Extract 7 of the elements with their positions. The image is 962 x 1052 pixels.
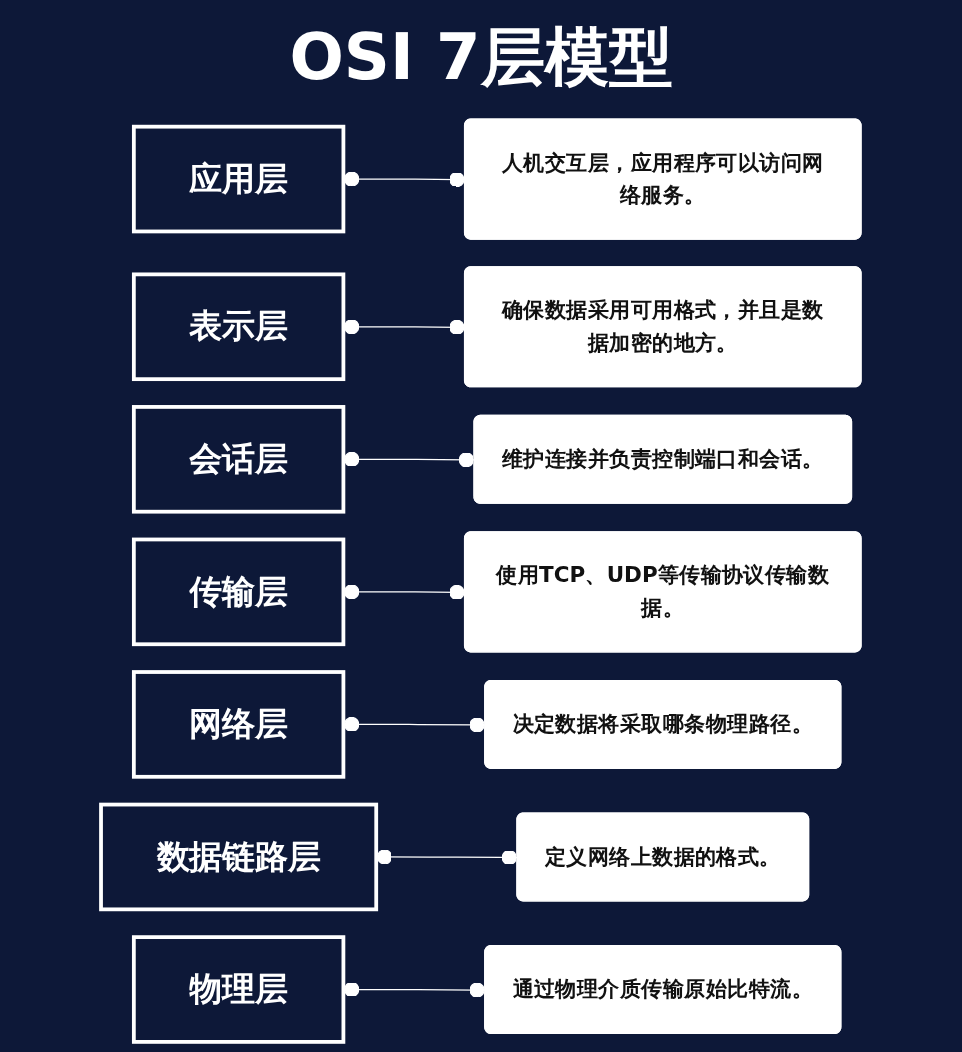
node-box: 表示层 bbox=[131, 272, 346, 382]
node-box: 应用层 bbox=[131, 124, 346, 234]
node-box: 物理层 bbox=[131, 935, 346, 1044]
node-box: 会话层 bbox=[131, 405, 346, 514]
title: OSI 7层模型 bbox=[289, 19, 673, 96]
node-box: 数据链路层 bbox=[99, 802, 379, 912]
node-box: 网络层 bbox=[131, 670, 346, 779]
